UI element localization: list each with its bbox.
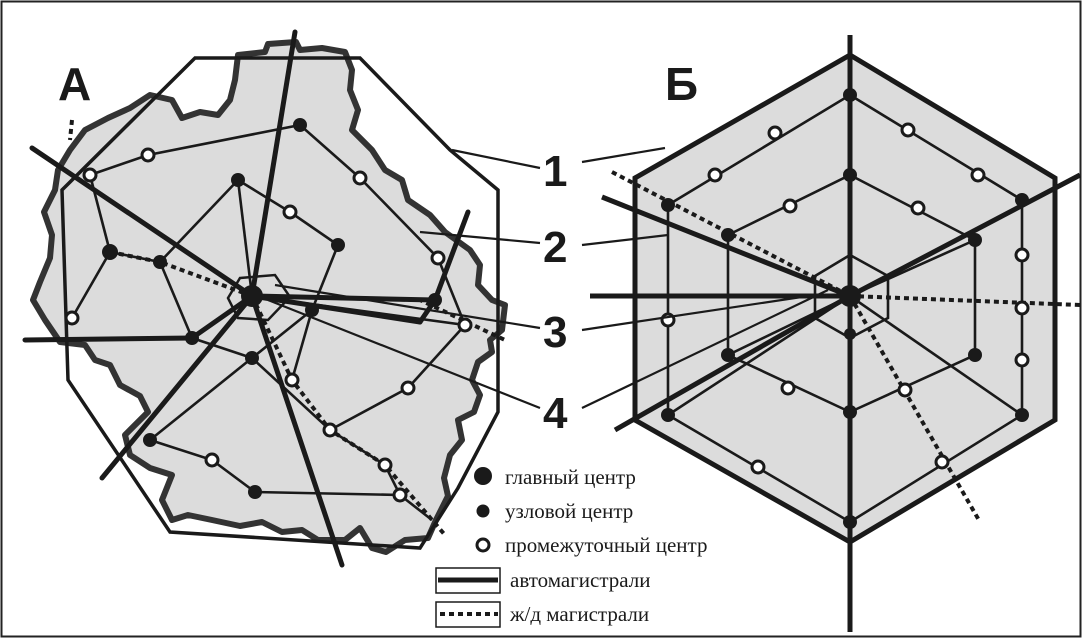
legend-intermediate-center-label: промежуточный центр bbox=[505, 533, 707, 557]
panel-a-intermediate-centers bbox=[64, 147, 473, 503]
legend: главный центр узловой центр промежуточны… bbox=[435, 465, 707, 628]
legend-railway-label: ж/д магистрали bbox=[509, 602, 649, 626]
panel-b-intermediate-centers bbox=[660, 122, 1030, 475]
legend-main-center-label: главный центр bbox=[505, 465, 636, 489]
panel-a-label: А bbox=[58, 58, 91, 110]
panel-b-spokes bbox=[667, 238, 1023, 417]
panel-b: Б bbox=[590, 35, 1082, 632]
panel-b-main-center bbox=[839, 285, 861, 307]
callout-leaders bbox=[267, 146, 829, 410]
legend-main-center-symbol bbox=[474, 467, 492, 485]
callout-3: 3 bbox=[543, 308, 567, 357]
panel-a-main-center bbox=[241, 285, 263, 307]
legend-highway-box bbox=[435, 567, 501, 594]
panel-a-node-centers bbox=[102, 118, 442, 499]
callout-4: 4 bbox=[543, 389, 568, 438]
legend-railway-box bbox=[435, 601, 501, 628]
panel-b-railways bbox=[611, 170, 1081, 523]
legend-highway-label: автомагистрали bbox=[510, 568, 651, 592]
callout-2: 2 bbox=[543, 223, 567, 272]
panel-a-core-hexagon bbox=[226, 273, 292, 322]
panel-b-node-centers bbox=[661, 88, 1029, 529]
callout-1: 1 bbox=[543, 147, 567, 196]
legend-node-center-symbol bbox=[476, 504, 490, 518]
legend-node-center-label: узловой центр bbox=[505, 499, 633, 523]
panel-b-label: Б bbox=[665, 58, 698, 110]
legend-intermediate-center-symbol bbox=[475, 537, 491, 553]
panel-a: А bbox=[22, 29, 508, 568]
